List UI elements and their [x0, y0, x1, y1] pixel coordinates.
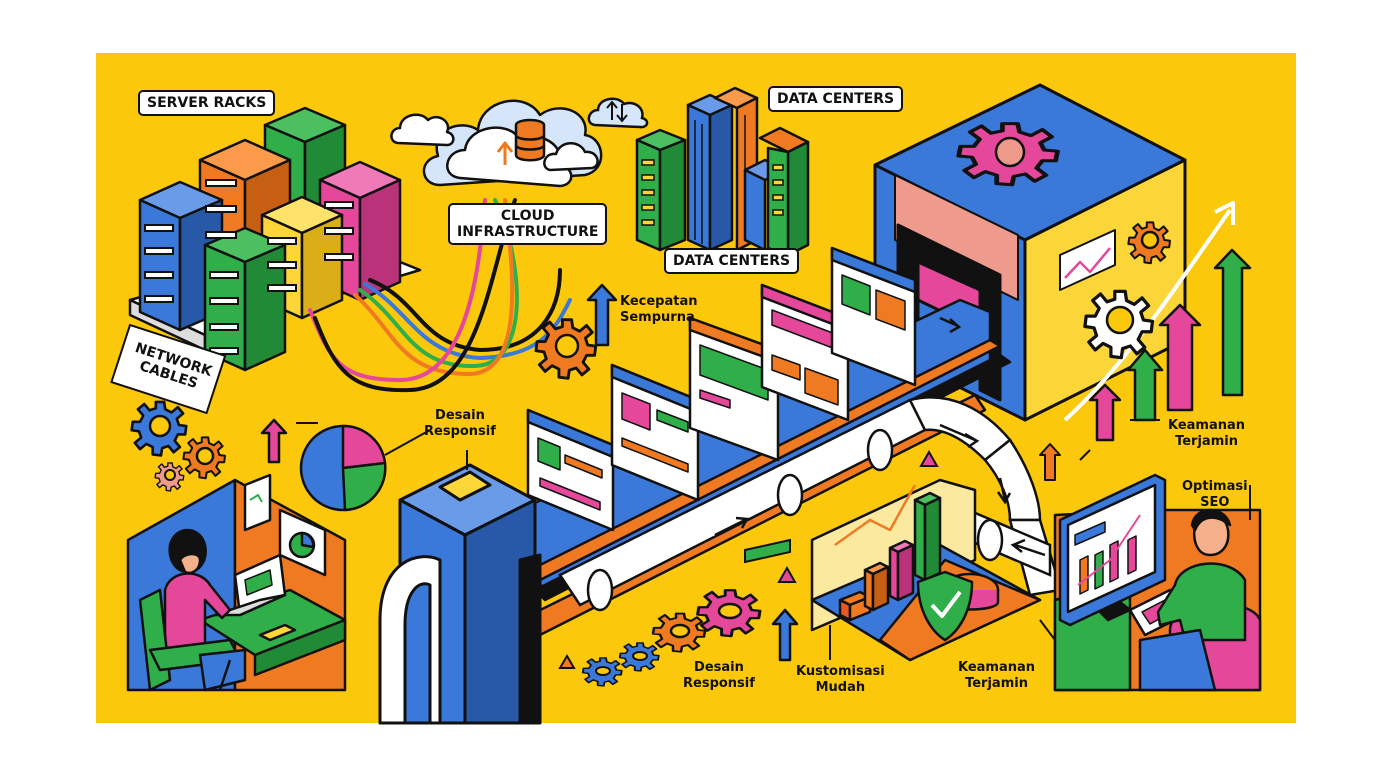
label-optimasi-line1: Optimasi	[1182, 479, 1248, 494]
data-center-buildings	[635, 86, 810, 257]
gear-hub	[148, 414, 172, 438]
label-optimasi-seo: Optimasi SEO	[1182, 479, 1248, 511]
gear-hub	[195, 446, 215, 466]
rack-slots	[144, 179, 354, 355]
pie-chart-icon	[299, 424, 387, 512]
label-kustomisasi-line1: Kustomisasi	[796, 664, 885, 679]
triangle-markers	[558, 449, 939, 669]
label-cloud-infrastructure: CLOUD INFRASTRUCTURE	[448, 203, 608, 245]
label-desain-responsif-top: Desain Responsif	[424, 408, 496, 440]
gear-hub	[1105, 305, 1135, 335]
label-data-centers-top: DATA CENTERS	[768, 86, 904, 112]
label-desain-bottom-line1: Desain	[694, 660, 744, 675]
cloud-icon	[390, 99, 603, 188]
label-kustomisasi-mudah: Kustomisasi Mudah	[796, 664, 885, 696]
gear-hub	[669, 623, 691, 639]
label-kecepatan-line1: Kecepatan	[620, 294, 698, 309]
shield-check-icon	[916, 570, 974, 642]
flow-arrows	[714, 316, 1046, 557]
label-optimasi-line2: SEO	[1200, 495, 1230, 510]
label-keamanan-terjamin-bottom: Keamanan Terjamin	[958, 660, 1035, 692]
label-kecepatan-line2: Sempurna	[620, 310, 695, 325]
network-cables	[308, 198, 572, 393]
label-desain-top-line2: Responsif	[424, 424, 496, 439]
gear-hub	[994, 136, 1026, 168]
leader-line	[1039, 619, 1056, 641]
gear-hub	[595, 666, 611, 676]
sync-arrows-icon	[587, 97, 649, 129]
label-keamanan-bottom-line1: Keamanan	[958, 660, 1036, 675]
leader-line	[1079, 449, 1091, 461]
label-keamanan-terjamin-right: Keamanan Terjamin	[1168, 418, 1245, 450]
gear-hub	[164, 469, 176, 481]
label-desain-responsif-bottom: Desain Responsif	[683, 660, 755, 692]
gear-hub	[632, 651, 648, 661]
label-keamanan-right-line1: Keamanan	[1168, 418, 1246, 433]
label-kecepatan-sempurna: Kecepatan Sempurna	[620, 294, 698, 326]
server-tower	[378, 463, 542, 725]
label-keamanan-bottom-line2: Terjamin	[965, 676, 1028, 691]
label-server-racks: SERVER RACKS	[138, 90, 276, 116]
building-windows	[641, 115, 784, 244]
gear-hub	[554, 333, 580, 359]
network-cables-tag	[110, 323, 227, 415]
growth-arrow-icon	[1039, 201, 1252, 481]
leader-line	[384, 429, 431, 456]
workstation-left	[126, 473, 347, 692]
gear-hub	[1140, 230, 1160, 250]
label-desain-bottom-line2: Responsif	[683, 676, 755, 691]
up-arrow-icons	[260, 283, 799, 662]
label-cloud-line2: INFRASTRUCTURE	[457, 224, 599, 240]
gear-hub	[717, 602, 743, 620]
green-tag	[744, 538, 791, 564]
label-cloud-line1: CLOUD	[500, 208, 555, 224]
web-page-cards	[526, 246, 917, 532]
label-desain-top-line1: Desain	[435, 408, 485, 423]
label-data-centers-mid: DATA CENTERS	[664, 248, 800, 274]
workstation-right	[1053, 473, 1262, 692]
label-keamanan-right-line2: Terjamin	[1175, 434, 1238, 449]
label-kustomisasi-line2: Mudah	[815, 680, 866, 695]
